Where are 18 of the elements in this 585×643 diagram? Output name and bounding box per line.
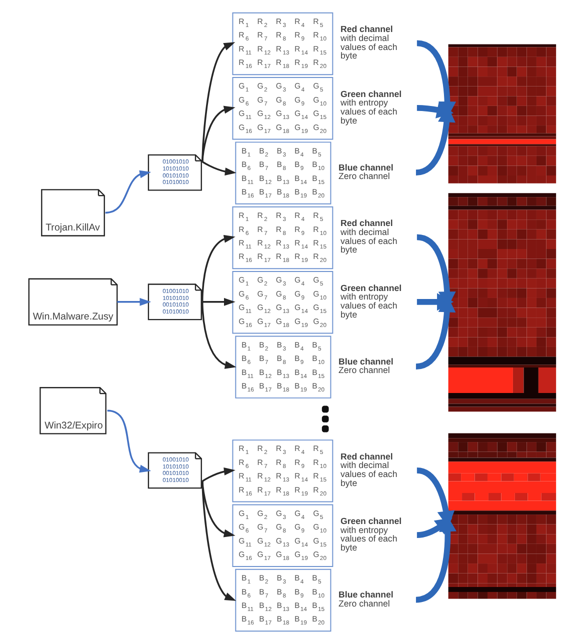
- node-label: Blue channel: [338, 162, 394, 172]
- node-label: with entropy values of each byte: [340, 524, 398, 552]
- node-label: Red channel: [340, 24, 393, 34]
- node-label: Zero channel: [338, 365, 390, 376]
- node-label: with decimal values of each byte: [340, 226, 398, 255]
- node-label: Red channel: [340, 218, 393, 228]
- node-label: Zero channel: [338, 598, 390, 608]
- node-label: with decimal values of each byte: [340, 460, 398, 488]
- node-label: Blue channel: [338, 590, 394, 600]
- node-label: Green channel: [340, 88, 402, 99]
- node-label: Blue channel: [338, 356, 394, 366]
- node-label: with entropy values of each byte: [340, 292, 398, 320]
- node-label: Red channel: [340, 451, 393, 462]
- node-label: with decimal values of each byte: [340, 32, 398, 61]
- node-label: with entropy values of each byte: [340, 98, 398, 126]
- node-label: Green channel: [340, 516, 402, 526]
- node-label: Zero channel: [338, 171, 390, 182]
- node-label: Green channel: [340, 282, 402, 293]
